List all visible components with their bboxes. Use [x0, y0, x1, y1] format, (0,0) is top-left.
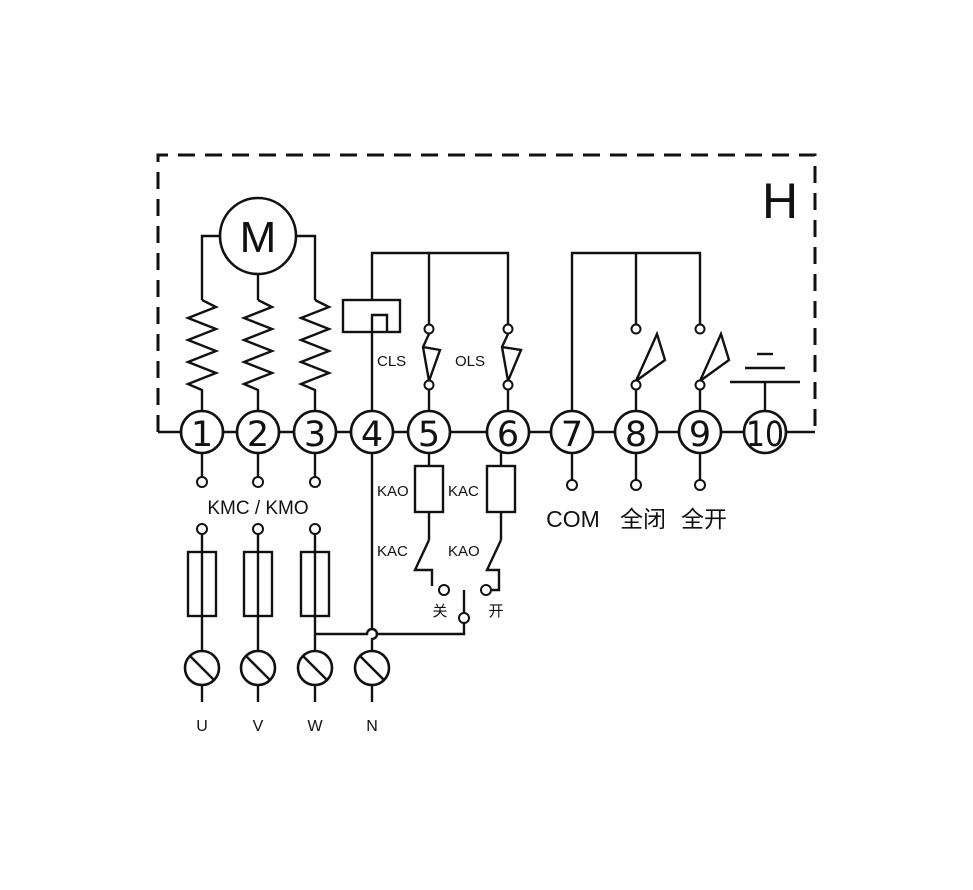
contactor-label: KMC / KMO	[207, 498, 308, 519]
motor: M	[200, 196, 317, 300]
terminal-2-label: 2	[247, 415, 269, 455]
supply-terminal-n	[353, 649, 391, 702]
terminal-4-label: 4	[361, 415, 383, 455]
relay-coil-terminal-6	[485, 453, 517, 540]
limit-switch-common-wire	[370, 251, 510, 325]
contact-6-label: KAO	[448, 543, 480, 560]
terminal-8: 8	[613, 409, 659, 455]
supply-label-w: W	[307, 718, 323, 735]
winding-3	[297, 298, 333, 412]
terminal-9: 9	[677, 409, 723, 455]
selector-open-label: 开	[488, 602, 503, 620]
control-supply-wire	[315, 622, 466, 636]
terminal-1-label: 1	[191, 415, 213, 455]
terminal-1: 1	[179, 409, 225, 455]
terminal-4: 4	[349, 409, 395, 455]
fuse-v	[242, 534, 274, 651]
supply-label-v: V	[253, 718, 264, 735]
terminal-5-label: 5	[418, 415, 440, 455]
selector-switch	[458, 590, 470, 624]
fuse-u	[186, 534, 218, 651]
output-full-close-label: 全闭	[620, 507, 666, 533]
supply-label-n: N	[366, 718, 378, 735]
supply-terminal-u	[183, 649, 221, 702]
housing-boundary	[156, 153, 817, 432]
supply-terminal-w	[296, 649, 334, 702]
cls-label: CLS	[377, 353, 406, 370]
contactor-terminals	[196, 453, 321, 535]
ols-label: OLS	[455, 353, 485, 370]
terminal-7: 7	[549, 409, 595, 455]
winding-1	[184, 298, 220, 412]
housing-label: H	[762, 173, 798, 229]
terminal-9-label: 9	[689, 415, 711, 455]
full-open-switch	[694, 323, 731, 412]
terminal-7-label: 7	[561, 415, 583, 455]
ols-limit-switch	[500, 323, 523, 412]
terminal-3-label: 3	[304, 415, 326, 455]
interlock-contact-terminal-5	[413, 539, 450, 596]
full-close-switch	[630, 323, 667, 412]
coil-6-label: KAC	[448, 483, 479, 500]
output-full-open-label: 全开	[681, 507, 727, 533]
terminal-8-label: 8	[625, 415, 647, 455]
coil-5-label: KAO	[377, 483, 409, 500]
supply-label-u: U	[196, 718, 208, 735]
output-com-label: COM	[546, 506, 600, 532]
terminal-5: 5	[406, 409, 452, 455]
terminal-3: 3	[292, 409, 338, 455]
winding-2	[240, 298, 276, 412]
terminal-6-label: 6	[497, 415, 519, 455]
ground-symbol	[730, 352, 800, 412]
supply-terminal-v	[239, 649, 277, 702]
output-terminals	[566, 453, 706, 491]
fuse-w	[299, 534, 331, 651]
terminal-10-label: 10	[746, 415, 784, 455]
cls-limit-switch	[421, 323, 442, 412]
selector-close-label: 关	[432, 602, 447, 620]
contact-5-label: KAC	[377, 543, 408, 560]
relay-coil-terminal-5	[413, 453, 445, 540]
motor-label: M	[240, 213, 277, 262]
terminal-10: 10	[742, 409, 788, 455]
terminal-2: 2	[235, 409, 281, 455]
terminal-6: 6	[485, 409, 531, 455]
interlock-contact-terminal-6	[480, 539, 503, 596]
